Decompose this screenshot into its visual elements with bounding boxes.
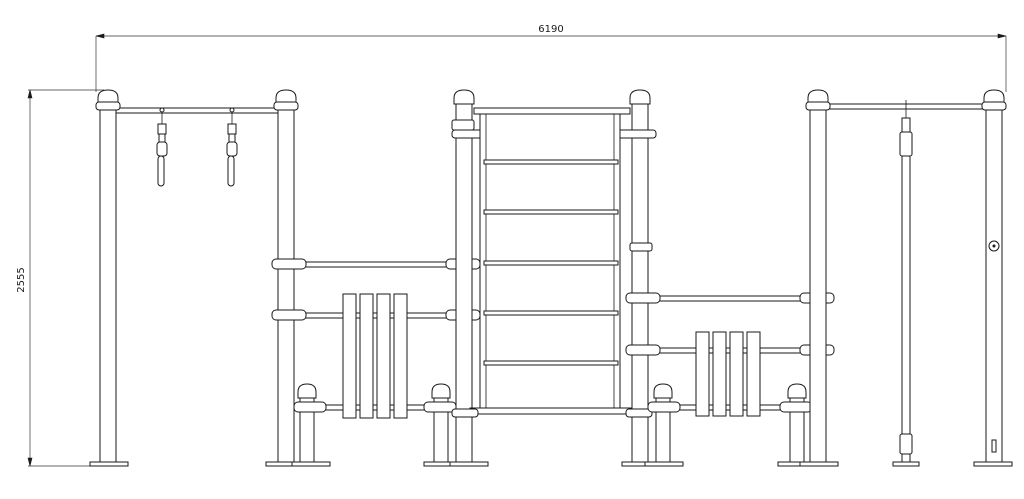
rings-module: [95, 89, 299, 463]
bars-module-right: [625, 292, 835, 463]
bars-module-left: [271, 258, 481, 463]
ladder-rungs: [469, 159, 633, 415]
width-dimension-label: 6190: [538, 24, 563, 35]
climbing-rope: [899, 100, 913, 463]
height-dimension-label: 2555: [16, 267, 27, 292]
bench-slats-left: [342, 293, 408, 419]
rope-module: [805, 89, 1007, 463]
gymnastic-ring-left: [156, 107, 168, 187]
height-dimension: 2555: [16, 89, 104, 467]
post: [99, 103, 117, 463]
ground-plates: [89, 461, 1013, 467]
bench-slats-right: [695, 331, 761, 417]
width-dimension: 6190: [95, 24, 1007, 92]
post: [277, 103, 295, 463]
wall-bars-module: [451, 89, 657, 463]
gymnastic-ring-right: [226, 107, 238, 187]
